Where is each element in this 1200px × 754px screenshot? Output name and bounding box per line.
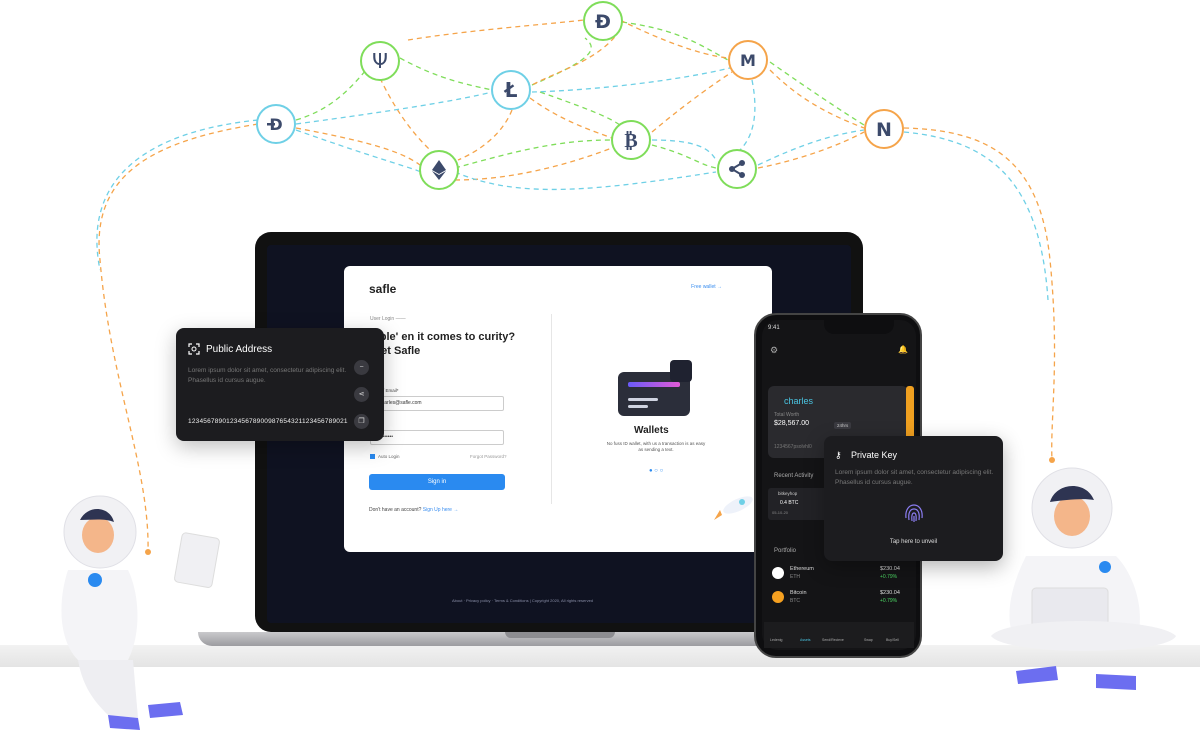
bitcoin-icon xyxy=(772,591,784,603)
ethereum-icon xyxy=(772,567,784,579)
wallet-illustration xyxy=(618,360,692,416)
safle-logo: safle xyxy=(369,282,397,296)
wallets-description: No fuss ID wallet, with us a transaction… xyxy=(606,441,706,452)
fingerprint-icon[interactable] xyxy=(901,500,927,526)
total-worth-value: $28,567.00 xyxy=(774,420,810,427)
svg-text:Ł: Ł xyxy=(504,78,518,102)
public-address-title: Public Address xyxy=(206,344,273,355)
share-icon[interactable]: ⋖ xyxy=(354,387,369,402)
asset-ticker: BTC xyxy=(790,598,800,604)
list-item[interactable]: Bitcoin BTC $230.04 +0.79% xyxy=(772,590,912,608)
laptop-footer-links: About · Privacy policy · Terms & Conditi… xyxy=(452,598,594,603)
ripple-icon xyxy=(717,149,757,189)
rocket-icon xyxy=(714,496,753,520)
scan-icon xyxy=(188,343,200,355)
sign-up-link[interactable]: Sign Up here → xyxy=(422,507,459,513)
account-id: 1234567psolvhl0 xyxy=(774,444,812,450)
phone-time: 9:41 xyxy=(768,325,780,331)
litecoin-icon: Ł xyxy=(491,70,531,110)
bell-icon[interactable]: 🔔 xyxy=(898,345,908,354)
ethereum-icon xyxy=(419,150,459,190)
tap-to-unveil-button[interactable]: Tap here to unveil xyxy=(889,539,938,545)
bitcoin-icon: ₿ xyxy=(611,120,651,160)
activity-date: 05-10-20 xyxy=(772,510,789,515)
key-icon: ⚷ xyxy=(835,450,842,460)
private-key-title: Private Key xyxy=(851,450,898,460)
svg-text:₿: ₿ xyxy=(624,128,637,152)
activity-item[interactable]: bitkeyhop 0.4 BTC 05-10-20 xyxy=(768,488,828,520)
svg-text:Đ: Đ xyxy=(595,11,611,33)
forgot-password-link[interactable]: Forgot Password? xyxy=(470,454,507,459)
astronaut-right xyxy=(991,467,1176,690)
private-key-description: Lorem ipsum dolor sit amet, consectetur … xyxy=(835,469,994,486)
minimize-icon[interactable]: − xyxy=(354,360,369,375)
astronaut-left xyxy=(61,495,220,730)
private-key-card: ⚷ Private Key Lorem ipsum dolor sit amet… xyxy=(824,436,1003,561)
dogecoin-icon: Đ xyxy=(583,1,623,41)
tab-swap[interactable]: Swap xyxy=(864,638,873,642)
laptop-base xyxy=(198,632,918,646)
asset-ticker: ETH xyxy=(790,574,800,580)
svg-text:D: D xyxy=(269,115,282,134)
public-address-card: Public Address Lorem ipsum dolor sit ame… xyxy=(176,328,384,441)
public-address-value: 1234567890123456789009876543211234567890… xyxy=(188,418,348,425)
free-wallet-link[interactable]: Free wallet → xyxy=(691,284,722,290)
total-worth-label: Total Worth xyxy=(774,412,800,418)
period-badge[interactable]: 24hrs xyxy=(834,422,852,429)
carousel-dots[interactable]: ● ○ ○ xyxy=(649,468,664,474)
auto-login-label: Auto Login xyxy=(378,454,400,459)
list-item[interactable]: Ethereum ETH $230.04 +0.79% xyxy=(772,566,912,584)
auto-login-checkbox[interactable]: Auto Login xyxy=(370,454,400,460)
id-label: afleID / Email* xyxy=(370,388,399,393)
copy-icon[interactable]: ❐ xyxy=(354,414,369,429)
sign-in-button[interactable]: Sign in xyxy=(369,474,505,490)
phone-notch xyxy=(824,320,894,334)
wallets-title: Wallets xyxy=(634,425,669,436)
psi-icon: Ψ xyxy=(360,41,400,81)
svg-text:Ψ: Ψ xyxy=(372,49,388,73)
portfolio-label: Portfolio xyxy=(774,548,797,554)
asset-price: $230.04 xyxy=(880,566,900,572)
tab-ledenig[interactable]: Ledenig xyxy=(770,638,783,642)
id-input[interactable]: charles@safle.com xyxy=(370,396,504,411)
svg-text:N: N xyxy=(876,119,892,141)
asset-name: Ethereum xyxy=(790,566,814,572)
public-address-description: Lorem ipsum dolor sit amet, consectetur … xyxy=(188,367,347,384)
password-input[interactable]: •••••••• xyxy=(370,430,504,445)
asset-change: +0.79% xyxy=(880,574,898,580)
recent-activity-label: Recent Activity xyxy=(774,473,814,479)
tab-send-receive[interactable]: Send/Recieve xyxy=(822,638,844,642)
laptop-notch xyxy=(505,632,615,638)
nano-icon: N xyxy=(864,109,904,149)
account-name: charles xyxy=(784,396,814,406)
settings-icon[interactable]: ⚙ xyxy=(770,345,779,355)
login-headline: mple' en it comes to curity? 'Get Safle xyxy=(370,331,516,357)
no-account-label: Don't have an account? xyxy=(369,507,422,513)
activity-name: bitkeyhop xyxy=(778,491,798,496)
login-card: safle Free wallet → User Login —— mple' … xyxy=(344,266,772,552)
activity-amount: 0.4 BTC xyxy=(780,500,799,506)
asset-price: $230.04 xyxy=(880,590,900,596)
login-divider xyxy=(551,314,552,504)
tab-buy-sell[interactable]: Buy/Sell xyxy=(886,638,899,642)
orange-card-strip xyxy=(906,386,914,482)
user-login-label: User Login —— xyxy=(370,316,406,322)
asset-name: Bitcoin xyxy=(790,590,807,596)
dash-icon: D xyxy=(256,104,296,144)
phone-tab-bar: Ledenig Assets Send/Recieve Swap Buy/Sel… xyxy=(764,622,914,648)
monero-icon: M xyxy=(728,40,768,80)
asset-change: +0.79% xyxy=(880,598,898,604)
svg-text:M: M xyxy=(740,51,756,70)
tab-assets[interactable]: Assets xyxy=(800,638,811,642)
no-account-text: Don't have an account? Sign Up here → xyxy=(369,507,458,513)
